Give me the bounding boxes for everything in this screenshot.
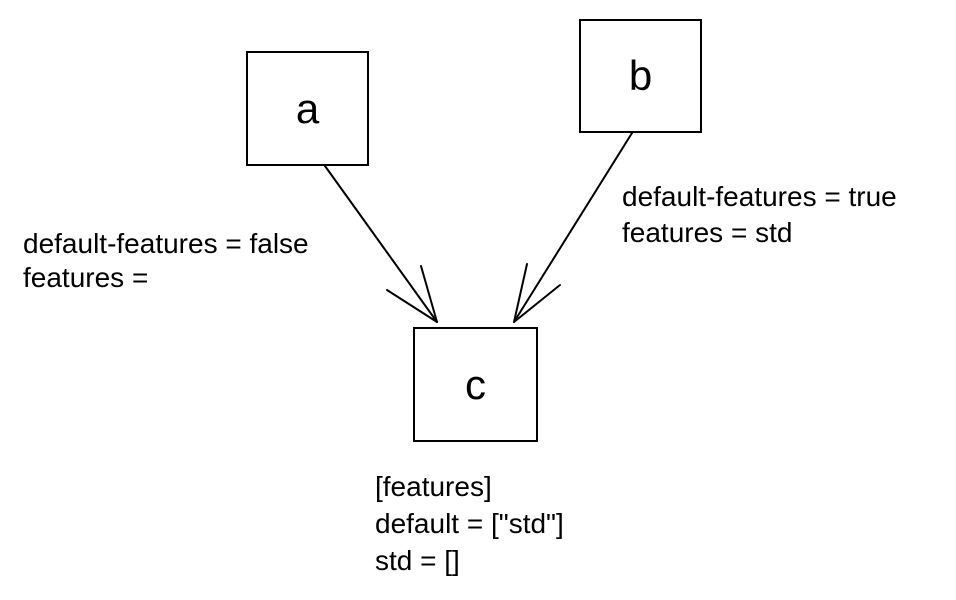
node-a-label: a — [295, 84, 320, 132]
node-c: c — [413, 327, 538, 442]
edge-a-to-c-arrowhead-left-barb — [386, 289, 438, 323]
edge-label-a-to-c-line2: features = — [23, 262, 149, 293]
edge-label-b-to-c-line1: default-features = true — [622, 181, 897, 212]
node-c-annotation-line2: default = ["std"] — [375, 508, 564, 539]
node-b-label: b — [628, 52, 653, 99]
edge-a-to-c-shaft — [324, 165, 438, 323]
edge-label-a-to-c-line1: default-features = false — [23, 228, 309, 259]
edge-b-to-c-arrowhead-left-barb — [513, 263, 528, 323]
edge-label-b-to-c-line2: features = std — [622, 217, 793, 248]
node-c-annotation: [features] default = ["std"] std = [] — [375, 468, 564, 579]
node-c-annotation-line3: std = [] — [375, 545, 460, 576]
node-b: b — [579, 19, 702, 133]
edge-b-to-c-arrowhead-right-barb — [513, 284, 561, 323]
edge-b-to-c-shaft — [513, 132, 633, 323]
edge-label-b-to-c: default-features = true features = std — [622, 179, 897, 251]
edge-label-a-to-c: default-features = false features = — [23, 227, 309, 295]
node-c-annotation-line1: [features] — [375, 471, 492, 502]
node-a: a — [246, 51, 369, 166]
edge-a-to-c-arrowhead-right-barb — [420, 265, 438, 323]
node-c-label: c — [465, 360, 486, 408]
